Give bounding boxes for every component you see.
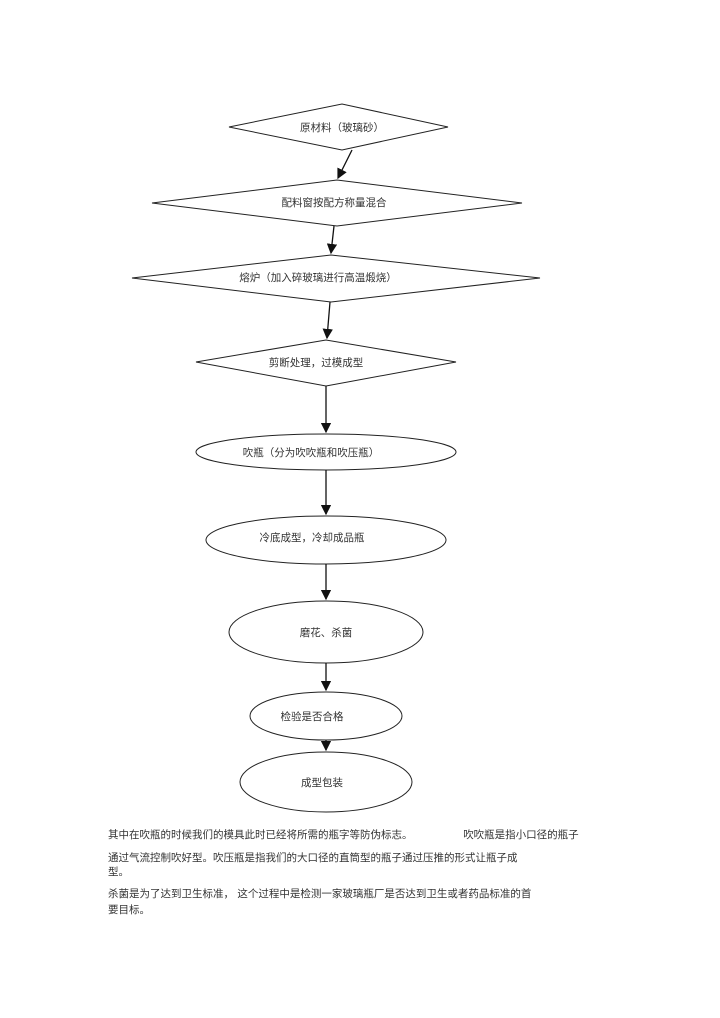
arrow-1-2 xyxy=(337,149,353,180)
step-9-label: 成型包装 xyxy=(301,776,343,789)
step-2-label: 配料窗按配方称量混合 xyxy=(282,196,387,209)
paragraph-1: 其中在吹瓶的时候我们的模具此时已经将所需的瓶字等防伪标志。 吹吹瓶是指小口径的瓶… xyxy=(108,828,579,842)
step-7-label: 磨花、杀菌 xyxy=(300,626,353,639)
paragraph-1-part-b: 吹吹瓶是指小口径的瓶子 xyxy=(463,829,579,841)
step-4-diamond xyxy=(195,339,457,387)
arrow-2-3 xyxy=(326,225,338,255)
paragraph-3: 杀菌是为了达到卫生标准， 这个过程中是检测一家玻璃瓶厂是否达到卫生或者药品标准的… xyxy=(108,888,532,900)
arrow-3-4 xyxy=(322,301,333,340)
paragraph-2: 通过气流控制吹好型。吹压瓶是指我们的大口径的直筒型的瓶子通过压推的形式让瓶子成 xyxy=(108,852,518,864)
step-1-label: 原材料（玻璃砂） xyxy=(300,121,384,134)
step-8-label: 检验是否合格 xyxy=(281,710,344,723)
step-2-diamond xyxy=(151,179,523,227)
step-6-label: 冷底成型，冷却成品瓶 xyxy=(260,531,365,544)
step-9-ellipse xyxy=(239,751,413,813)
step-3-diamond xyxy=(131,254,541,303)
step-1-diamond xyxy=(228,103,449,151)
paragraph-2-end: 型。 xyxy=(108,866,129,878)
paragraph-1-part-a: 其中在吹瓶的时候我们的模具此时已经将所需的瓶字等防伪标志。 xyxy=(108,829,413,841)
step-3-label: 熔炉（加入碎玻璃进行高温煅烧） xyxy=(239,271,397,284)
step-4-label: 剪断处理，过模成型 xyxy=(269,356,364,369)
step-5-label: 吹瓶（分为吹吹瓶和吹压瓶） xyxy=(243,446,380,459)
paragraph-3-end: 要目标。 xyxy=(108,904,150,916)
